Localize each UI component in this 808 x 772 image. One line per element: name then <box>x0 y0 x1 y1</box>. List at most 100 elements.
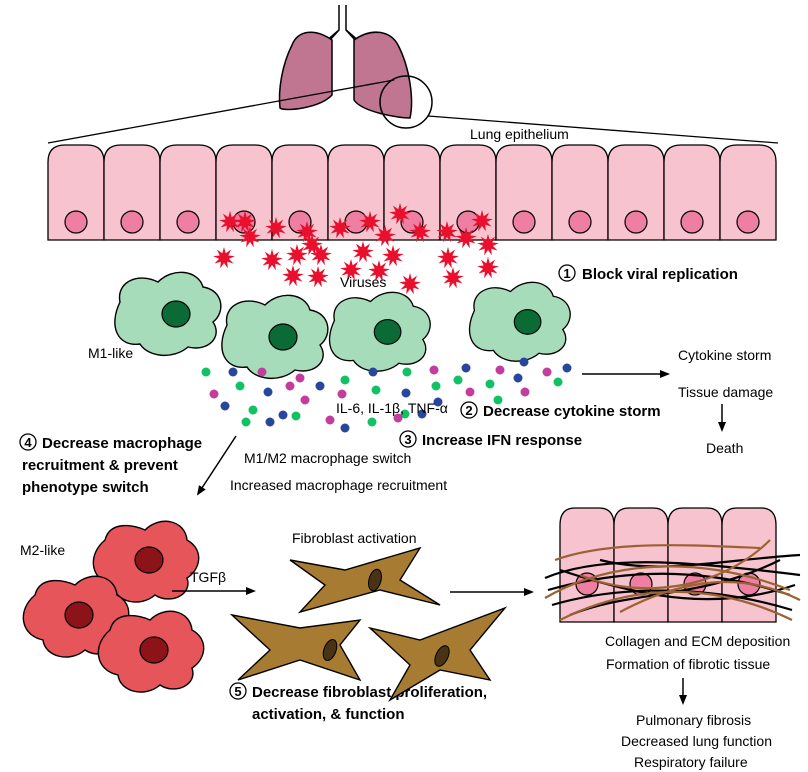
virus-particle <box>286 244 308 266</box>
viruses-label: Viruses <box>340 274 386 290</box>
cytokine-dot <box>263 387 273 397</box>
cytokine-storm-label: Cytokine storm <box>678 347 771 363</box>
cytokine-dot <box>257 367 267 377</box>
epithelial-nucleus <box>624 210 648 234</box>
epithelial-nucleus <box>64 210 88 234</box>
cytokine-dot <box>220 401 230 411</box>
virus-particle <box>359 211 381 233</box>
cytokine-dot <box>201 367 211 377</box>
fibroblast-cell <box>229 613 362 682</box>
cytokine-dot <box>241 417 251 427</box>
intervention-4-number: 4 <box>24 435 32 450</box>
tgfb-label: TGFβ <box>190 569 226 585</box>
zoom-circle <box>379 75 433 129</box>
m2-macrophage <box>92 520 200 603</box>
cytokine-dot <box>429 365 439 375</box>
virus-particle <box>352 241 374 263</box>
intervention-3: 3 Increase IFN response <box>399 430 582 449</box>
cytokine-dot <box>371 385 381 395</box>
m2-macrophage <box>97 610 205 693</box>
tissue-damage-label: Tissue damage <box>678 384 773 400</box>
epithelial-nucleus <box>568 210 592 234</box>
cytokine-dot <box>520 387 530 397</box>
virus-particle <box>409 221 431 243</box>
virus-particle <box>310 244 332 266</box>
cytokine-dot <box>553 377 563 387</box>
intervention-5: 5 Decrease fibroblast proliferation, act… <box>229 682 487 723</box>
cytokine-dot <box>519 357 529 367</box>
intervention-5-text-line-2: activation, & function <box>252 706 405 723</box>
zoom-line-right <box>427 115 779 144</box>
intervention-2-number: 2 <box>465 403 472 418</box>
respiratory-failure-label: Respiratory failure <box>634 754 748 770</box>
cytokine-dot <box>209 389 219 399</box>
virus-particle <box>213 247 235 269</box>
fibroblast-cell <box>367 606 508 702</box>
cytokine-dot <box>485 379 495 389</box>
virus-particle <box>477 257 499 279</box>
ecm-fiber <box>544 565 791 599</box>
m2-macrophages <box>22 520 205 693</box>
m1-macrophage <box>328 291 431 372</box>
epithelial-nucleus <box>512 210 536 234</box>
intervention-3-number-badge <box>399 430 417 448</box>
m1-like-label: M1-like <box>88 345 133 361</box>
fibrotic-tissue <box>544 507 801 623</box>
cytokine-dot <box>340 423 350 433</box>
fibroblast-nucleus <box>322 638 338 662</box>
cytokine-dot <box>235 381 245 391</box>
cytokine-dot <box>315 381 325 391</box>
decreased-lung-function-label: Decreased lung function <box>621 733 772 749</box>
fibroblast-activation-label: Fibroblast activation <box>292 530 417 546</box>
fibrotic-tissue-label: Formation of fibrotic tissue <box>606 656 770 672</box>
cytokine-dot <box>402 367 412 377</box>
m1-macrophage <box>114 271 222 356</box>
virus-particle <box>340 259 362 281</box>
m2-nucleus <box>139 636 169 664</box>
epithelial-nucleus <box>456 210 480 234</box>
m1-nucleus <box>161 300 191 328</box>
arrow-to-m2 <box>196 435 237 496</box>
cytokine-dot <box>431 381 441 391</box>
epithelial-cell <box>719 144 777 241</box>
lung-epithelium <box>47 144 777 241</box>
ecm-fiber <box>619 580 801 613</box>
cytokine-dot <box>495 365 505 375</box>
intervention-4-text-line-2: recruitment & prevent <box>22 457 178 474</box>
virus-particle <box>382 245 404 267</box>
virus-particle <box>436 221 458 243</box>
cytokines-label: IL-6, IL-1β, TNF-α <box>336 400 448 416</box>
cytokine-dot <box>337 389 347 399</box>
intervention-2: 2 Decrease cytokine storm <box>460 401 661 420</box>
cytokine-dot <box>325 415 335 425</box>
virus-particle <box>389 203 411 225</box>
fibroblast-nucleus <box>368 568 382 592</box>
epithelial-nucleus <box>680 210 704 234</box>
intervention-4-text-line-3: phenotype switch <box>22 479 149 496</box>
intervention-4: 4 Decrease macrophage recruitment & prev… <box>19 433 202 496</box>
right-lung <box>353 31 413 119</box>
cytokine-dot <box>562 363 572 373</box>
collagen-fiber <box>551 589 793 612</box>
virus-particle <box>442 267 464 289</box>
intervention-5-number-badge <box>229 682 247 700</box>
m2-nucleus <box>134 546 164 574</box>
intervention-2-number-badge <box>460 401 478 419</box>
cytokine-dot <box>278 410 288 420</box>
intervention-3-text: Increase IFN response <box>422 432 582 449</box>
m1m2-switch-label: M1/M2 macrophage switch <box>244 450 411 466</box>
intervention-3-number: 3 <box>404 432 411 447</box>
virus-particle <box>301 234 323 256</box>
m1-macrophages <box>114 271 571 379</box>
intervention-4-text-line-1: Decrease macrophage <box>42 435 202 452</box>
cytokine-dot <box>400 409 410 419</box>
left-lung <box>278 31 333 111</box>
virus-particle <box>399 273 421 295</box>
m2-nucleus <box>64 601 94 629</box>
cytokine-dot <box>542 367 552 377</box>
ecm-fiber <box>554 544 761 562</box>
epithelial-nucleus <box>176 210 200 234</box>
cytokine-dot <box>228 367 238 377</box>
m1-nucleus <box>268 323 298 351</box>
